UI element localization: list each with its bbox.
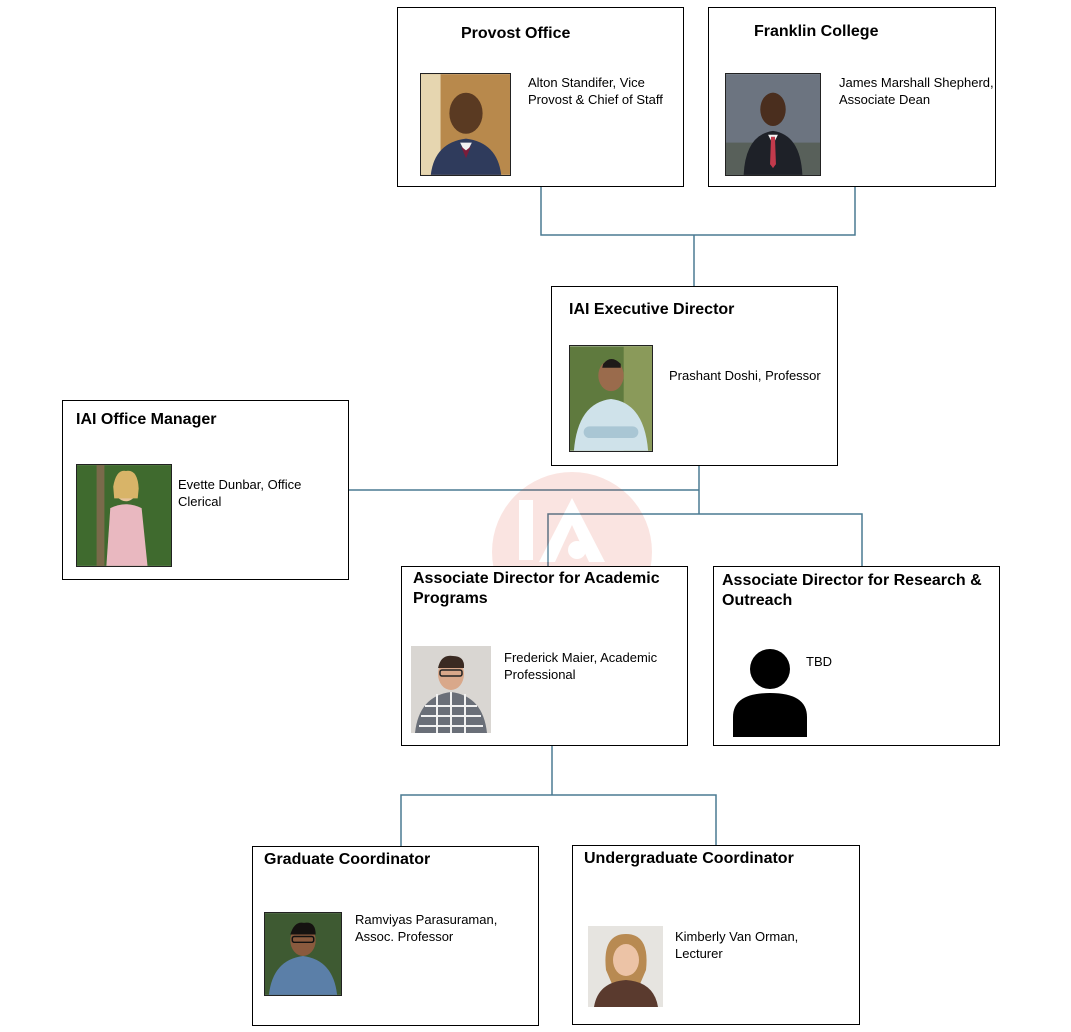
box-title: IAI Executive Director <box>569 301 735 318</box>
person-name: Frederick Maier, Academic Professional <box>504 650 658 682</box>
person-name: Alton Standifer, Vice Provost & Chief of… <box>528 75 663 107</box>
provost-office-box: Provost Office Alton Standifer, Vice Pro… <box>397 7 684 187</box>
james-marshall-shepherd-photo <box>725 73 821 176</box>
box-title: Associate Director for Research & Outrea… <box>722 572 982 609</box>
undergraduate-coordinator-box: Undergraduate Coordinator Kimberly Van O… <box>572 845 860 1025</box>
franklin-college-box: Franklin College James Marshall Shepherd… <box>708 7 996 187</box>
box-title: Associate Director for Academic Programs <box>413 570 660 607</box>
alton-standifer-photo <box>420 73 511 176</box>
person-name: Ramviyas Parasuraman, Assoc. Professor <box>355 912 498 944</box>
research-outreach-box: Associate Director for Research & Outrea… <box>713 566 1000 746</box>
box-title: Graduate Coordinator <box>264 851 431 868</box>
graduate-coordinator-box: Graduate Coordinator Ramviyas Parasurama… <box>252 846 539 1026</box>
person-name: James Marshall Shepherd, Associate Dean <box>839 75 994 107</box>
person-name: Kimberly Van Orman, Lecturer <box>675 929 799 961</box>
office-manager-box: IAI Office Manager Evette Dunbar, Office… <box>62 400 349 580</box>
frederick-maier-photo <box>411 646 491 733</box>
person-name: Prashant Doshi, Professor <box>669 368 821 383</box>
prashant-doshi-photo <box>569 345 653 452</box>
box-title: Provost Office <box>461 25 571 42</box>
ramviyas-parasuraman-photo <box>264 912 342 996</box>
evette-dunbar-photo <box>76 464 172 567</box>
kimberly-van-orman-photo <box>588 926 663 1007</box>
person-silhouette-icon <box>731 647 809 737</box>
person-name: TBD <box>806 654 832 669</box>
box-title: Franklin College <box>754 23 879 40</box>
box-title: Undergraduate Coordinator <box>584 850 794 867</box>
academic-programs-box: Associate Director for Academic Programs… <box>401 566 688 746</box>
person-name: Evette Dunbar, Office Clerical <box>178 477 302 509</box>
box-title: IAI Office Manager <box>76 411 217 428</box>
executive-director-box: IAI Executive Director Prashant Doshi, P… <box>551 286 838 466</box>
